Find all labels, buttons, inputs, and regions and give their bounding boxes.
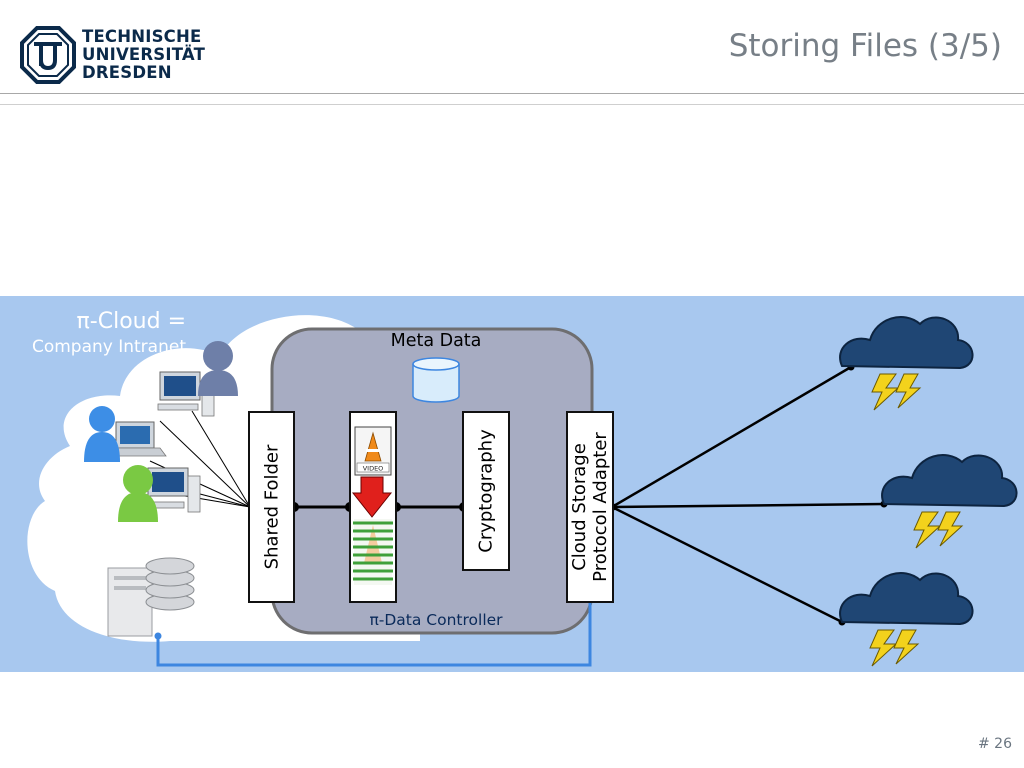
logo-line-3: DRESDEN xyxy=(82,63,172,82)
shared-folder-box: Shared Folder xyxy=(248,411,295,603)
data-controller-label: π-Data Controller xyxy=(369,611,503,629)
protocol-adapter-box: Cloud Storage Protocol Adapter xyxy=(566,411,614,603)
intranet-cloud-label: π-Cloud = Company Intranet xyxy=(32,308,186,358)
encrypted-fragments-icon xyxy=(353,519,393,585)
storm-cloud-top-icon xyxy=(839,316,974,411)
storm-cloud-bottom-icon xyxy=(839,572,974,667)
cloud-connection-lines xyxy=(611,365,885,624)
file-split-graphic: VIDEO xyxy=(351,426,393,585)
protocol-adapter-label-line2: Protocol Adapter xyxy=(590,432,611,582)
file-split-box: VIDEO xyxy=(349,411,397,603)
video-file-label: VIDEO xyxy=(363,465,384,473)
logo-line-1: TECHNISCHE xyxy=(82,27,202,46)
protocol-adapter-label: Cloud Storage Protocol Adapter xyxy=(569,432,611,582)
slide-title: Storing Files (3/5) xyxy=(728,28,1002,64)
meta-data-label: Meta Data xyxy=(390,331,482,351)
cryptography-label: Cryptography xyxy=(475,429,497,553)
video-file-icon: VIDEO xyxy=(354,426,392,476)
user-icon-blue xyxy=(84,406,120,462)
tu-dresden-logo: TECHNISCHE UNIVERSITÄT DRESDEN xyxy=(20,26,220,86)
logo-wordmark: TECHNISCHE UNIVERSITÄT DRESDEN xyxy=(82,28,205,82)
shared-folder-label: Shared Folder xyxy=(261,444,282,570)
architecture-diagram xyxy=(27,315,1018,667)
down-arrow-icon xyxy=(351,476,393,518)
intranet-cloud-subtitle: Company Intranet xyxy=(31,337,186,357)
logo-line-2: UNIVERSITÄT xyxy=(82,45,206,64)
header-divider xyxy=(0,93,1024,94)
storm-cloud-middle-icon xyxy=(881,454,1018,549)
disk-stack-icon xyxy=(145,557,195,611)
page-number: # 26 xyxy=(978,736,1012,752)
server-icon xyxy=(107,567,153,637)
server-adapter-link xyxy=(156,600,592,667)
protocol-adapter-label-line1: Cloud Storage xyxy=(569,443,590,571)
user-icon-green xyxy=(118,465,158,522)
intranet-cloud-title: π-Cloud = xyxy=(76,309,186,334)
tu-dresden-emblem-icon xyxy=(20,26,76,84)
database-icon xyxy=(412,357,460,403)
computer-icon-bottom xyxy=(147,467,201,513)
user-icon-grey xyxy=(198,341,238,396)
cryptography-box: Cryptography xyxy=(462,411,510,571)
header-divider-secondary xyxy=(0,104,1024,105)
cloud-connection-dots xyxy=(608,363,888,626)
